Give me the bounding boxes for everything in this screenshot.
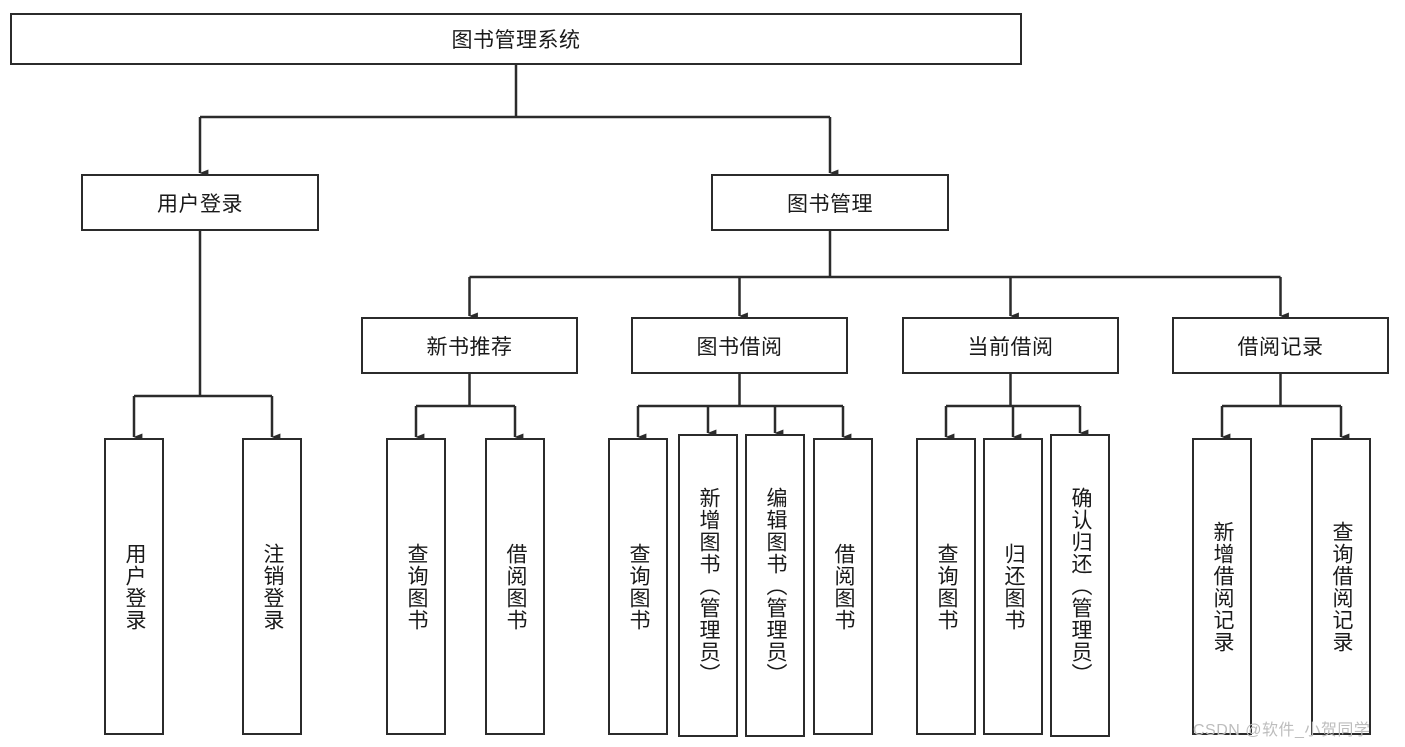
node-label: 查询借阅记录: [1330, 520, 1354, 653]
node-leaf-query-book-current[interactable]: 查询图书: [916, 438, 976, 735]
node-label: 新增图书（管理员）: [697, 486, 721, 685]
node-label: 查询图书: [627, 542, 651, 631]
node-label: 当前借阅: [967, 335, 1054, 359]
node-leaf-add-record[interactable]: 新增借阅记录: [1192, 438, 1252, 735]
node-label: 图书借阅: [696, 335, 783, 359]
node-label: 借阅图书: [504, 542, 528, 631]
node-leaf-add-book-admin[interactable]: 新增图书（管理员）: [678, 434, 738, 737]
node-label: 用户登录: [123, 542, 147, 631]
node-leaf-user-logout[interactable]: 注销登录: [242, 438, 302, 735]
node-label: 新书推荐: [426, 335, 513, 359]
node-label: 确认归还（管理员）: [1069, 486, 1093, 685]
node-label: 新增借阅记录: [1211, 520, 1235, 653]
node-label: 借阅图书: [832, 542, 856, 631]
connector-paths: [132, 65, 1350, 441]
node-leaf-query-book-new[interactable]: 查询图书: [386, 438, 446, 735]
node-leaf-borrow-book-borrow[interactable]: 借阅图书: [813, 438, 873, 735]
node-root[interactable]: 图书管理系统: [10, 13, 1022, 65]
node-label: 图书管理系统: [451, 29, 581, 52]
node-label: 编辑图书（管理员）: [764, 486, 788, 685]
node-borrow[interactable]: 图书借阅: [631, 317, 848, 374]
node-bookmgmt[interactable]: 图书管理: [711, 174, 949, 231]
watermark: CSDN @软件_小贺同学: [1193, 722, 1371, 739]
node-leaf-borrow-book-new[interactable]: 借阅图书: [485, 438, 545, 735]
node-label: 用户登录: [157, 192, 243, 216]
node-newbook[interactable]: 新书推荐: [361, 317, 578, 374]
node-leaf-query-book-borrow[interactable]: 查询图书: [608, 438, 668, 735]
node-leaf-return-book[interactable]: 归还图书: [983, 438, 1043, 735]
node-label: 图书管理: [787, 192, 873, 216]
node-leaf-confirm-return-admin[interactable]: 确认归还（管理员）: [1050, 434, 1110, 737]
node-records[interactable]: 借阅记录: [1172, 317, 1389, 374]
node-label: 借阅记录: [1237, 335, 1324, 359]
node-leaf-user-login[interactable]: 用户登录: [104, 438, 164, 735]
node-label: 查询图书: [405, 542, 429, 631]
node-leaf-edit-book-admin[interactable]: 编辑图书（管理员）: [745, 434, 805, 737]
node-current[interactable]: 当前借阅: [902, 317, 1119, 374]
node-label: 归还图书: [1002, 542, 1026, 631]
node-leaf-query-record[interactable]: 查询借阅记录: [1311, 438, 1371, 735]
node-label: 注销登录: [261, 542, 285, 631]
node-label: 查询图书: [935, 542, 959, 631]
node-login[interactable]: 用户登录: [81, 174, 319, 231]
